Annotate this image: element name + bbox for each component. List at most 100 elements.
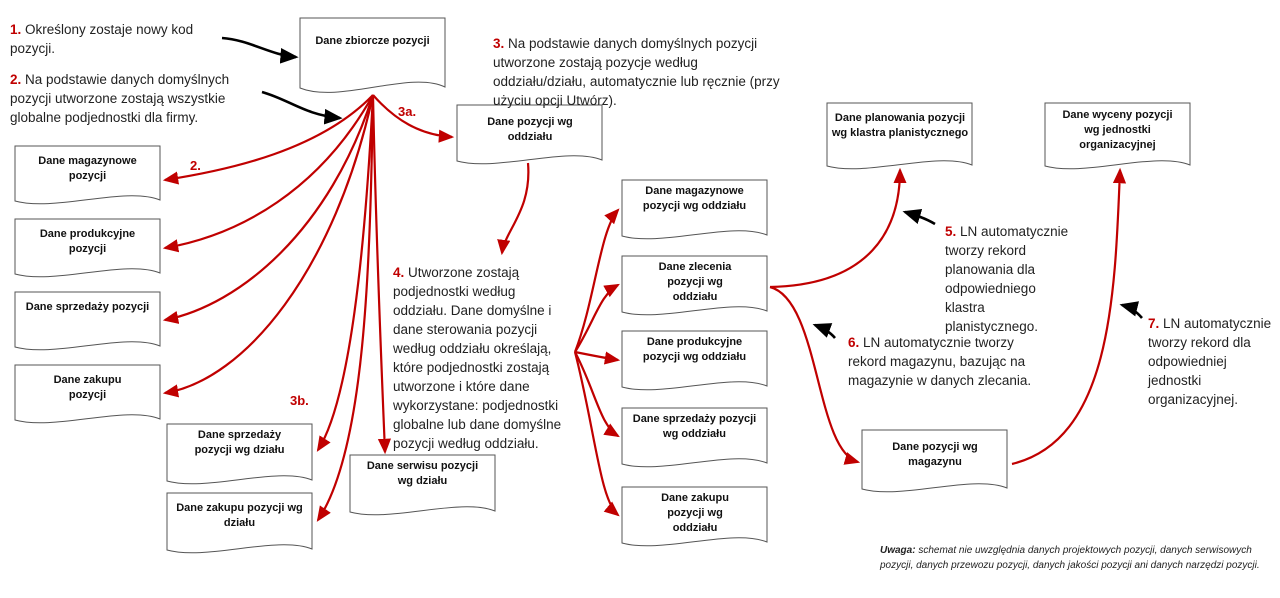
doc-zakupu-label: Dane zakupu pozycji	[53, 374, 122, 401]
doc-oddzial-label: Dane pozycji wg oddziału	[487, 116, 573, 143]
annotation-4-text: Utworzone zostają podjednostki według od…	[393, 265, 562, 451]
doc-planowania-label: Dane planowania pozycji wg klastra plani…	[831, 112, 969, 139]
doc-zbiorcze-label: Dane zbiorcze pozycji	[315, 35, 430, 47]
doc-shape-magazynowe	[14, 145, 161, 205]
annotation-1: 1. Określony zostaje nowy kod pozycji.	[10, 20, 220, 58]
arrow-to-prod-oddzial	[574, 350, 621, 365]
doc-shape-planowania	[826, 102, 973, 170]
doc-serwisu-dzial: Dane serwisu pozycji wg działu	[365, 455, 480, 511]
arrow-to-zakupu-dzial	[316, 94, 375, 522]
doc-shape-zak-oddzial	[621, 486, 768, 547]
doc-magazynowe-label: Dane magazynowe pozycji	[38, 155, 137, 182]
annotation-3-text: Na podstawie danych domyślnych pozycji u…	[493, 36, 780, 108]
doc-shape-sprzedazy-dzial	[166, 423, 313, 485]
doc-magazynu: Dane pozycji wg magazynu	[890, 430, 980, 488]
doc-sprzedazy-dzial: Dane sprzedaży pozycji wg działu	[182, 424, 297, 480]
pointer-arrow-6	[812, 323, 836, 339]
doc-zakupu: Dane zakupu pozycji	[40, 365, 135, 420]
annotation-3-number: 3.	[493, 36, 505, 51]
label-3b: 3b.	[290, 393, 309, 408]
doc-serwisu-dzial-label: Dane serwisu pozycji wg działu	[366, 460, 479, 487]
doc-shape-zakupu-dzial	[166, 492, 313, 554]
doc-shape-zakupu	[14, 364, 161, 424]
doc-shape-zbiorcze	[299, 17, 446, 93]
arrow-to-zak-oddzial	[573, 351, 620, 517]
doc-sprzedazy-label: Dane sprzedaży pozycji	[25, 301, 150, 313]
annotation-2-text: Na podstawie danych domyślnych pozycji u…	[10, 72, 230, 125]
annotation-1-number: 1.	[10, 22, 22, 37]
arrow-to-magazynu	[769, 285, 861, 465]
doc-zakupu-dzial: Dane zakupu pozycji wg działu	[172, 493, 307, 549]
pointer-arrow-7	[1119, 301, 1143, 319]
arrow-to-mag-oddzial	[573, 208, 620, 353]
doc-shape-magazynu	[861, 429, 1008, 493]
annotation-5-text: LN automatycznie tworzy rekord planowani…	[945, 224, 1069, 334]
doc-mag-oddzial-label: Dane magazynowe pozycji wg oddziału	[642, 185, 747, 212]
arrow-to-sprzedazy	[162, 94, 375, 324]
footnote-title: Uwaga:	[880, 545, 916, 556]
annotation-4: 4. Utworzone zostają podjednostki według…	[393, 263, 573, 453]
doc-prod-oddzial: Dane produkcyjne pozycji wg oddziału	[632, 331, 757, 387]
label-3a: 3a.	[398, 104, 417, 119]
pointer-arrow-5	[902, 209, 936, 226]
doc-zakupu-dzial-label: Dane zakupu pozycji wg działu	[176, 502, 303, 529]
doc-produkcyjne: Dane produkcyjne pozycji	[25, 219, 150, 274]
doc-planowania: Dane planowania pozycji wg klastra plani…	[830, 103, 970, 165]
doc-magazynu-label: Dane pozycji wg magazynu	[892, 441, 978, 468]
doc-oddzial: Dane pozycji wg oddziału	[485, 105, 575, 161]
doc-shape-serwisu-dzial	[349, 454, 496, 516]
doc-wyceny: Dane wyceny pozycji wg jednostki organiz…	[1060, 103, 1175, 165]
annotation-5-number: 5.	[945, 224, 957, 239]
doc-magazynowe: Dane magazynowe pozycji	[25, 146, 150, 201]
doc-shape-oddzial	[456, 104, 603, 165]
arrow-to-oddzial	[372, 94, 455, 143]
arrow-to-serwisu-dzial	[371, 94, 392, 455]
annotation-2: 2. Na podstawie danych domyślnych pozycj…	[10, 70, 260, 127]
arrow-to-zakupu	[162, 94, 375, 398]
footnote-text: schemat nie uwzględnia danych projektowy…	[880, 545, 1260, 571]
annotation-7-text: LN automatycznie tworzy rekord dla odpow…	[1148, 316, 1272, 407]
doc-shape-zlecenia-oddzial	[621, 255, 768, 316]
label-2: 2.	[190, 158, 201, 173]
annotation-5: 5. LN automatycznie tworzy rekord planow…	[945, 222, 1075, 336]
pointer-arrow-1	[221, 36, 299, 64]
footnote: Uwaga: schemat nie uwzględnia danych pro…	[880, 543, 1260, 573]
doc-zak-oddzial: Dane zakupu pozycji wg oddziału	[650, 487, 740, 543]
doc-sprzedazy: Dane sprzedaży pozycji	[25, 292, 150, 347]
doc-shape-wyceny	[1044, 102, 1191, 170]
annotation-3: 3. Na podstawie danych domyślnych pozycj…	[493, 34, 783, 110]
doc-sprz-oddzial-label: Dane sprzedaży pozycji wg oddziału	[632, 413, 757, 440]
doc-prod-oddzial-label: Dane produkcyjne pozycji wg oddziału	[642, 336, 747, 363]
annotation-4-number: 4.	[393, 265, 405, 280]
arrow-oddzial-down	[497, 162, 530, 256]
arrow-to-planowania	[769, 167, 907, 289]
doc-zlecenia-oddzial: Dane zlecenia pozycji wg oddziału	[650, 256, 740, 312]
doc-shape-sprzedazy	[14, 291, 161, 351]
annotation-7-number: 7.	[1148, 316, 1160, 331]
arrow-to-sprzedazy-dzial	[316, 94, 375, 452]
arrow-to-magazynowe	[162, 94, 374, 185]
doc-sprz-oddzial: Dane sprzedaży pozycji wg oddziału	[632, 408, 757, 464]
doc-zak-oddzial-label: Dane zakupu pozycji wg oddziału	[661, 492, 729, 534]
annotation-2-number: 2.	[10, 72, 22, 87]
doc-zlecenia-oddzial-label: Dane zlecenia pozycji wg oddziału	[658, 261, 732, 303]
doc-shape-produkcyjne	[14, 218, 161, 278]
doc-shape-sprz-oddzial	[621, 407, 768, 468]
doc-shape-mag-oddzial	[621, 179, 768, 240]
doc-zbiorcze: Dane zbiorcze pozycji	[300, 18, 445, 88]
annotation-6-number: 6.	[848, 335, 860, 350]
doc-shape-prod-oddzial	[621, 330, 768, 391]
pointer-arrow-2	[261, 90, 343, 125]
annotation-1-text: Określony zostaje nowy kod pozycji.	[10, 22, 194, 56]
doc-sprzedazy-dzial-label: Dane sprzedaży pozycji wg działu	[194, 429, 285, 456]
annotation-7: 7. LN automatycznie tworzy rekord dla od…	[1148, 314, 1276, 409]
arrow-to-produkcyjne	[162, 94, 374, 253]
annotation-6-text: LN automatycznie tworzy rekord magazynu,…	[848, 335, 1032, 388]
arrow-to-wyceny	[1011, 167, 1127, 466]
doc-mag-oddzial: Dane magazynowe pozycji wg oddziału	[632, 180, 757, 236]
arrow-to-zlecenia-oddzial	[574, 283, 620, 353]
doc-wyceny-label: Dane wyceny pozycji wg jednostki organiz…	[1062, 109, 1173, 151]
arrow-to-sprz-oddzial	[574, 351, 620, 438]
annotation-6: 6. LN automatycznie tworzy rekord magazy…	[848, 333, 1048, 390]
